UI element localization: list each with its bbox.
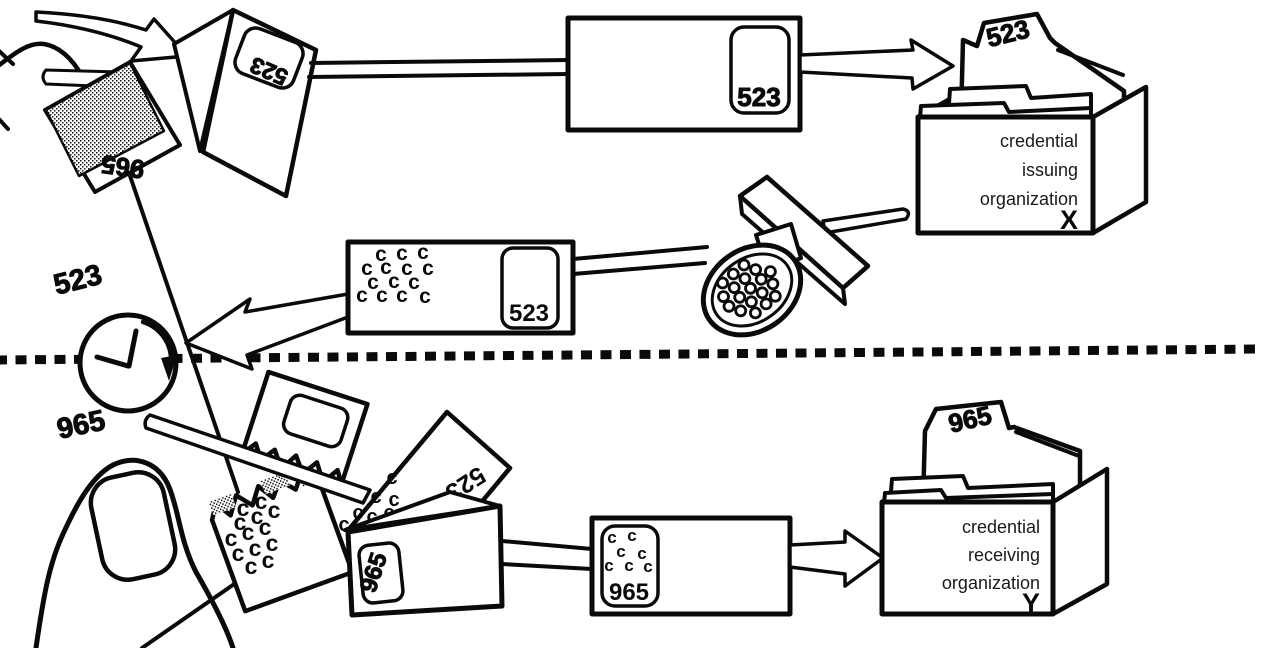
return-arrow-left bbox=[184, 292, 350, 371]
stippled-card-number: 965 bbox=[99, 149, 146, 185]
sealed-envelope-965-number: 965 bbox=[609, 579, 649, 606]
letter-opener bbox=[143, 413, 372, 505]
issuing-box-label-3: organization bbox=[980, 189, 1078, 209]
connector-lines bbox=[500, 539, 594, 571]
c-glyph: c bbox=[380, 256, 392, 279]
receiving-box-label-1: credential bbox=[962, 517, 1040, 537]
c-glyph: c bbox=[417, 241, 429, 264]
c-glyph: c bbox=[408, 271, 420, 294]
c-glyph: c bbox=[388, 489, 399, 511]
card-stipple-scrap-1 bbox=[208, 493, 237, 516]
signature-stamp bbox=[571, 174, 911, 338]
fingernail bbox=[88, 470, 178, 582]
c-glyph: c bbox=[607, 528, 616, 547]
new-envelope-965-window bbox=[357, 541, 405, 605]
issuing-box-label-2: issuing bbox=[1022, 160, 1078, 180]
insert-arrow bbox=[34, 10, 189, 63]
stippled-card-pattern bbox=[44, 61, 166, 178]
c-glyph: c bbox=[266, 530, 279, 556]
c-glyph: c bbox=[352, 502, 363, 524]
bottom-left-cluster: c c c c c c c c c c c c c c c c c c bbox=[143, 369, 513, 618]
c-glyph: c bbox=[255, 488, 268, 514]
arrow-to-issuing-box bbox=[798, 38, 955, 91]
c-glyph: c bbox=[249, 535, 262, 561]
issuing-box-label-1: credential bbox=[1000, 131, 1078, 151]
c-glyph: c bbox=[643, 557, 652, 576]
clock-hands bbox=[94, 328, 139, 369]
c-glyph: c bbox=[367, 271, 379, 294]
clock-time-arrowhead bbox=[161, 355, 177, 381]
c-glyph: c bbox=[616, 542, 625, 561]
issuing-box-letter: X bbox=[1060, 205, 1078, 235]
top-left-cluster: 965 523 bbox=[0, 7, 319, 199]
folder-sheet-edge bbox=[1056, 48, 1125, 77]
signed-envelope-523-window bbox=[500, 246, 560, 330]
c-glyph: c bbox=[376, 284, 388, 307]
c-glyph: c bbox=[401, 257, 413, 280]
receiving-box: 965 credential receiving organization Y bbox=[879, 399, 1110, 618]
c-glyph: c bbox=[356, 284, 368, 307]
c-glyph: c bbox=[388, 270, 400, 293]
c-glyph: c bbox=[627, 526, 636, 545]
hand-outline bbox=[0, 41, 85, 79]
card-stipple-scrap-2 bbox=[260, 472, 290, 495]
sealed-envelope-965-window bbox=[600, 524, 660, 608]
c-glyph: c bbox=[234, 509, 247, 535]
receiving-box-letter: Y bbox=[1022, 588, 1040, 618]
c-glyph: c bbox=[225, 525, 238, 551]
c-glyph: c bbox=[604, 556, 613, 575]
return-arrow-shaft-right bbox=[571, 245, 709, 276]
c-glyph: c bbox=[370, 486, 381, 508]
receiving-box-label-2: receiving bbox=[968, 545, 1040, 565]
c-glyph: c bbox=[624, 556, 633, 575]
sealed-envelope-523-number: 523 bbox=[737, 82, 780, 112]
c-glyph: c bbox=[422, 257, 434, 280]
c-glyph: c bbox=[396, 284, 408, 307]
send-to-issuer: 523 bbox=[307, 15, 955, 133]
c-glyph: c bbox=[375, 243, 387, 266]
c-glyph: c bbox=[361, 257, 373, 280]
hand-edge-stroke-2 bbox=[0, 117, 10, 131]
sealed-envelope-523-window bbox=[729, 25, 791, 115]
c-glyph: c bbox=[245, 553, 258, 579]
clock-label-523: 523 bbox=[50, 259, 105, 302]
shower-head-rim bbox=[710, 252, 794, 328]
c-glyph: c bbox=[232, 540, 245, 566]
divider-dotted-line bbox=[0, 344, 1261, 365]
issuing-box: 523 credential issuing organization X bbox=[915, 11, 1149, 236]
c-glyph: c bbox=[259, 514, 272, 540]
stamp-handle bbox=[821, 207, 911, 235]
arrow-to-receiving-box bbox=[788, 529, 885, 588]
receiving-box-label-3: organization bbox=[942, 573, 1040, 593]
open-envelope-window bbox=[233, 26, 305, 90]
c-glyph: c bbox=[396, 242, 408, 265]
c-glyph: c bbox=[338, 514, 349, 536]
hand-edge-stroke bbox=[0, 49, 15, 66]
torn-envelope-window bbox=[281, 393, 350, 449]
issuing-box-front bbox=[915, 114, 1096, 236]
c-glyph: c bbox=[268, 497, 281, 523]
arrow-shaft-to-envelope bbox=[307, 58, 570, 79]
c-glyph: c bbox=[237, 495, 250, 521]
c-glyph: c bbox=[262, 547, 275, 573]
stamp-block-top bbox=[737, 174, 871, 291]
receiving-box-front bbox=[879, 499, 1056, 617]
folder-sheet-edge-y bbox=[1014, 430, 1081, 458]
shower-holes bbox=[716, 258, 782, 320]
signed-envelope-523-number: 523 bbox=[509, 300, 549, 327]
c-glyph: c bbox=[637, 544, 646, 563]
c-glyph: c bbox=[251, 503, 264, 529]
signed-envelope-return: c c c c c c c c c c c c c c 523 bbox=[184, 239, 576, 371]
c-glyph: c bbox=[242, 519, 255, 545]
clock-label-965: 965 bbox=[54, 405, 108, 446]
send-to-receiver: c c c c c c c 965 bbox=[500, 515, 885, 617]
c-glyph: c bbox=[366, 506, 377, 528]
c-glyph: c bbox=[419, 285, 431, 308]
c-glyph: c bbox=[386, 467, 397, 489]
